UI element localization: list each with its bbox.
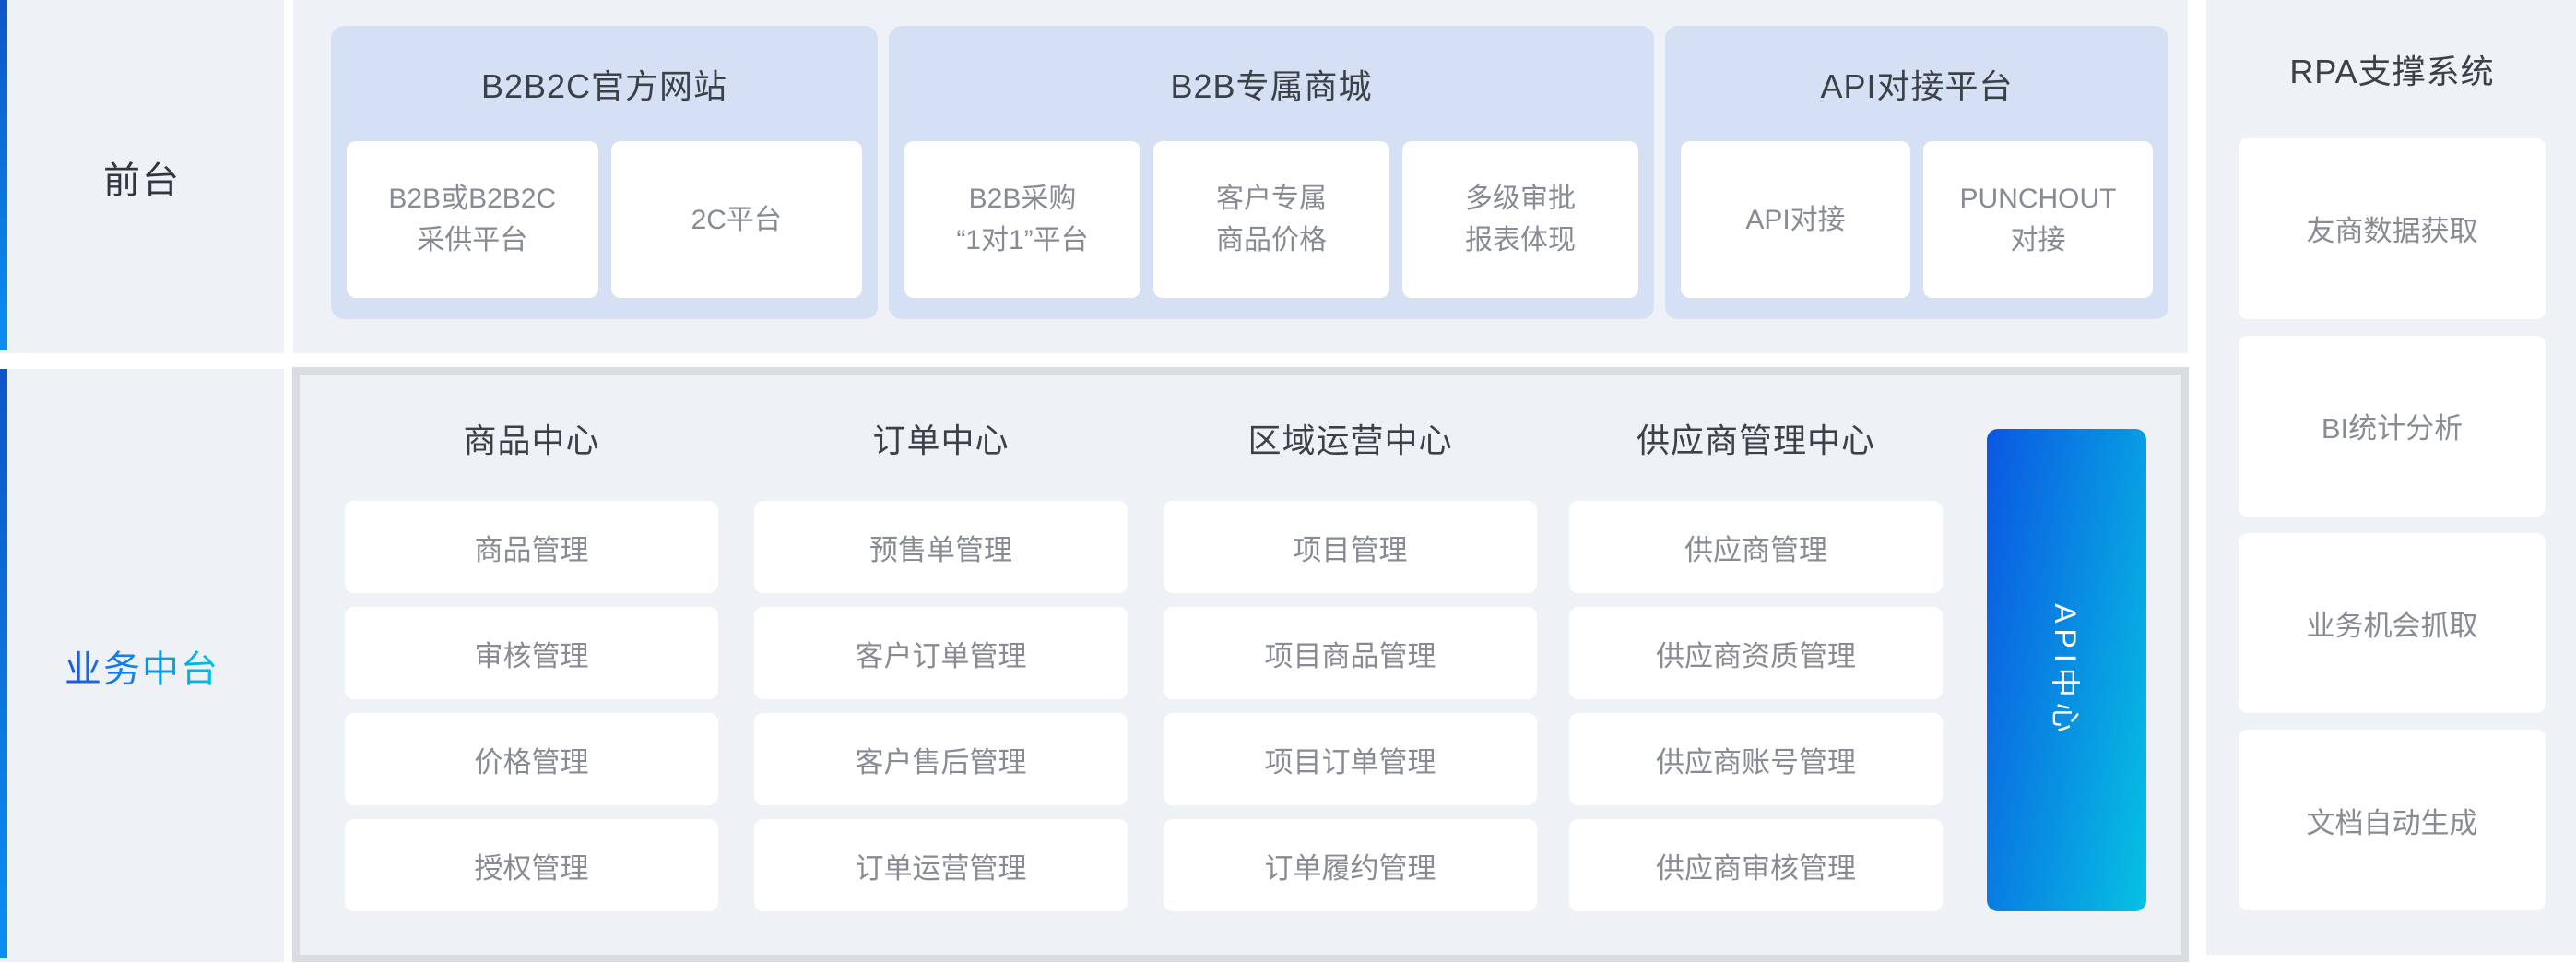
rpa-cell: 业务机会抓取 — [2239, 532, 2546, 714]
column-cell: 审核管理 — [345, 607, 718, 699]
rpa-cell: BI统计分析 — [2239, 335, 2546, 517]
column-title: 订单中心 — [872, 421, 1010, 459]
mid-stage-container: 商品中心 商品管理 审核管理 价格管理 授权管理 订单中心 预售单管理 客户订单… — [292, 367, 2189, 962]
group-cell: API对接 — [1681, 141, 1910, 298]
group-cell: B2B或B2B2C 采供平台 — [347, 141, 598, 298]
group-cells: B2B采购 “1对1”平台 客户专属 商品价格 多级审批 报表体现 — [904, 141, 1638, 298]
column-title: 区域运营中心 — [1247, 421, 1453, 459]
group-cell: 2C平台 — [610, 141, 862, 298]
mid-stage-label: 业务中台 — [65, 639, 219, 693]
group-b2b2c-website: B2B2C官方网站 B2B或B2B2C 采供平台 2C平台 — [331, 26, 878, 319]
rpa-cell: 文档自动生成 — [2239, 730, 2546, 910]
column-cell: 授权管理 — [345, 819, 718, 911]
column-cell: 价格管理 — [345, 713, 718, 805]
column-title: 商品中心 — [463, 421, 600, 459]
rpa-cell: 友商数据获取 — [2239, 138, 2546, 319]
front-stage-label: 前台 — [103, 160, 181, 201]
front-stage-panel: 前台 — [0, 0, 284, 353]
column-order-center: 订单中心 预售单管理 客户订单管理 客户售后管理 订单运营管理 — [754, 374, 1128, 925]
column-title: 供应商管理中心 — [1636, 421, 1875, 459]
rpa-support-panel: RPA支撑系统 友商数据获取 BI统计分析 业务机会抓取 文档自动生成 — [2206, 0, 2576, 955]
column-product-center: 商品中心 商品管理 审核管理 价格管理 授权管理 — [345, 374, 718, 925]
column-supplier-management-center: 供应商管理中心 供应商管理 供应商资质管理 供应商账号管理 供应商审核管理 — [1569, 374, 1943, 925]
group-title: B2B2C官方网站 — [480, 66, 728, 105]
column-cell: 供应商资质管理 — [1569, 607, 1943, 699]
column-cell: 项目管理 — [1164, 501, 1537, 593]
rpa-title: RPA支撑系统 — [2289, 53, 2495, 90]
group-cell: B2B采购 “1对1”平台 — [904, 141, 1140, 298]
column-cell: 项目订单管理 — [1164, 713, 1537, 805]
column-cell: 供应商管理 — [1569, 501, 1943, 593]
column-cell: 项目商品管理 — [1164, 607, 1537, 699]
column-cell: 订单运营管理 — [754, 819, 1128, 911]
front-stage-groups-panel: B2B2C官方网站 B2B或B2B2C 采供平台 2C平台 B2B专属商城 B2… — [293, 0, 2188, 353]
rpa-cells: 友商数据获取 BI统计分析 业务机会抓取 文档自动生成 — [2239, 138, 2546, 910]
column-cell: 客户订单管理 — [754, 607, 1128, 699]
mid-stage-accent-bar — [0, 369, 7, 958]
group-cells: API对接 PUNCHOUT 对接 — [1681, 141, 2153, 298]
column-cell: 预售单管理 — [754, 501, 1128, 593]
api-center-block: API中心 — [1987, 429, 2146, 911]
front-stage-accent-bar — [0, 0, 7, 350]
column-region-operation-center: 区域运营中心 项目管理 项目商品管理 项目订单管理 订单履约管理 — [1164, 374, 1537, 925]
group-title: B2B专属商城 — [1170, 66, 1373, 105]
group-b2b-mall: B2B专属商城 B2B采购 “1对1”平台 客户专属 商品价格 多级审批 报表体… — [889, 26, 1654, 319]
column-cell: 供应商账号管理 — [1569, 713, 1943, 805]
column-cell: 订单履约管理 — [1164, 819, 1537, 911]
group-cell: PUNCHOUT 对接 — [1923, 141, 2153, 298]
group-cell: 多级审批 报表体现 — [1402, 141, 1638, 298]
group-api-platform: API对接平台 API对接 PUNCHOUT 对接 — [1665, 26, 2168, 319]
column-cell: 供应商审核管理 — [1569, 819, 1943, 911]
api-center-label: API中心 — [2048, 602, 2082, 738]
column-cell: 商品管理 — [345, 501, 718, 593]
group-cell: 客户专属 商品价格 — [1153, 141, 1389, 298]
group-cells: B2B或B2B2C 采供平台 2C平台 — [347, 141, 862, 298]
column-cell: 客户售后管理 — [754, 713, 1128, 805]
group-title: API对接平台 — [1820, 66, 2014, 105]
mid-stage-panel: 业务中台 — [0, 369, 284, 962]
